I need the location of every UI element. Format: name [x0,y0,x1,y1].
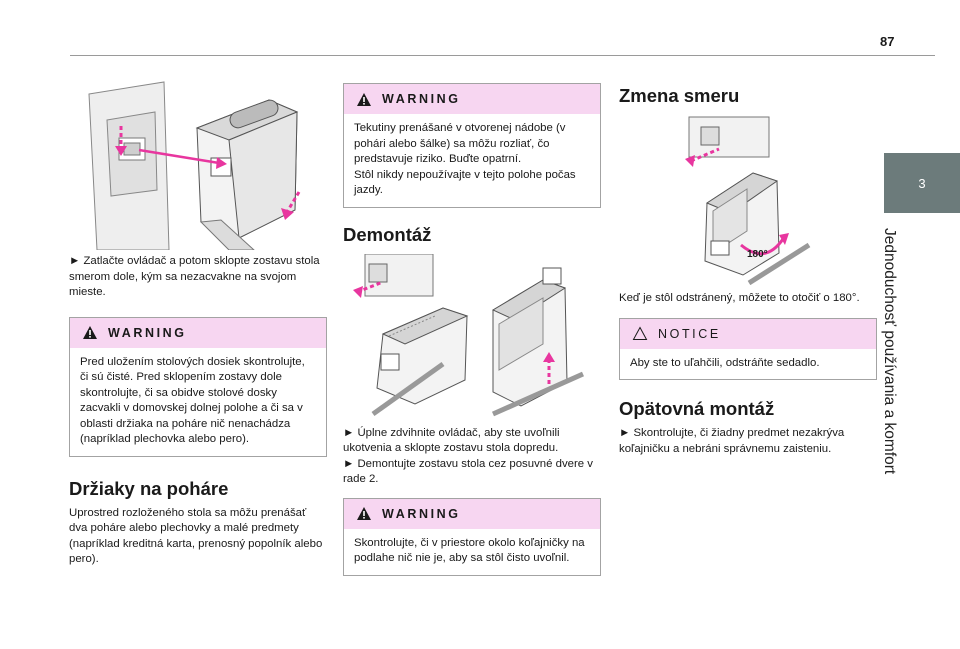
rotation-label: 180° [747,249,768,260]
section-title-reinstall: Opätovná montáž [619,398,775,419]
removal-instruction-2: ► Demontujte zostavu stola cez posuvné d… [343,457,593,486]
column-2: WARNING Tekutiny prenášané v otvorenej n… [343,83,601,576]
warning-box-2: WARNING Tekutiny prenášané v otvorenej n… [343,83,601,208]
chapter-title: Jednoduchosť používania a komfort [880,228,918,488]
reinstall-instruction: ► Skontrolujte, či žiadny predmet nezakr… [619,427,845,455]
warning-triangle-icon [83,326,97,339]
warning-triangle-icon [357,92,371,106]
notice-header: NOTICE [620,318,876,349]
warning-label: WARNING [382,92,461,106]
top-rule [70,55,935,56]
notice-label: NOTICE [658,326,721,341]
section-title-removal: Demontáž [343,223,432,245]
warning-header: WARNING [344,498,600,529]
warning-label: WARNING [382,506,461,521]
warning-header: WARNING [344,84,600,114]
notice-box: NOTICE Aby ste to uľahčili, odstráňte se… [619,317,877,380]
warning-text: Skontrolujte, či v priestore okolo koľaj… [354,536,585,565]
chapter-number: 3 [918,175,926,191]
cup-holders-text: Uprostred rozloženého stola sa môžu pren… [69,506,323,566]
section-title-direction: Zmena smeru [619,85,740,106]
table-removal-illustration [353,253,585,416]
notice-text: Aby ste to uľahčili, odstráňte sedadlo. [630,356,820,369]
table-rotate-illustration: 180° [685,116,811,285]
warning-label: WARNING [108,325,187,340]
warning-triangle-icon [357,507,371,520]
warning-header: WARNING [70,317,326,348]
warning-text-line-1: Tekutiny prenášané v otvorenej nádobe (v… [354,122,566,165]
page-number: 87 [880,34,895,49]
warning-box-3: WARNING Skontrolujte, či v priestore oko… [343,497,601,576]
warning-box-1: WARNING Pred uložením stolových dosiek s… [69,316,327,457]
table-fold-illustration [88,81,301,250]
rotate-instruction: Keď je stôl odstránený, môžete to otočiť… [619,292,860,304]
chapter-title-text: Jednoduchosť používania a komfort [881,228,898,475]
fold-instruction: ► Zatlačte ovládač a potom sklopte zosta… [69,255,320,298]
warning-text: Pred uložením stolových dosiek skontrolu… [80,355,305,446]
removal-instruction-1: ► Úplne zdvihnite ovládač, aby ste uvoľn… [343,426,560,455]
notice-triangle-outline-icon [632,326,648,340]
section-title-cup-holders: Držiaky na poháre [69,477,229,499]
column-1: ► Zatlačte ovládač a potom sklopte zosta… [69,60,327,568]
warning-text: Tekutiny prenášané v otvorenej nádobe (v… [344,114,600,207]
chapter-tab[interactable]: 3 [884,153,960,213]
column-3: Zmena smeru 180° Keď je stôl odstránený,… [619,85,877,457]
warning-text-line-2: Stôl nikdy nepoužívajte v tejto polohe p… [354,168,576,197]
